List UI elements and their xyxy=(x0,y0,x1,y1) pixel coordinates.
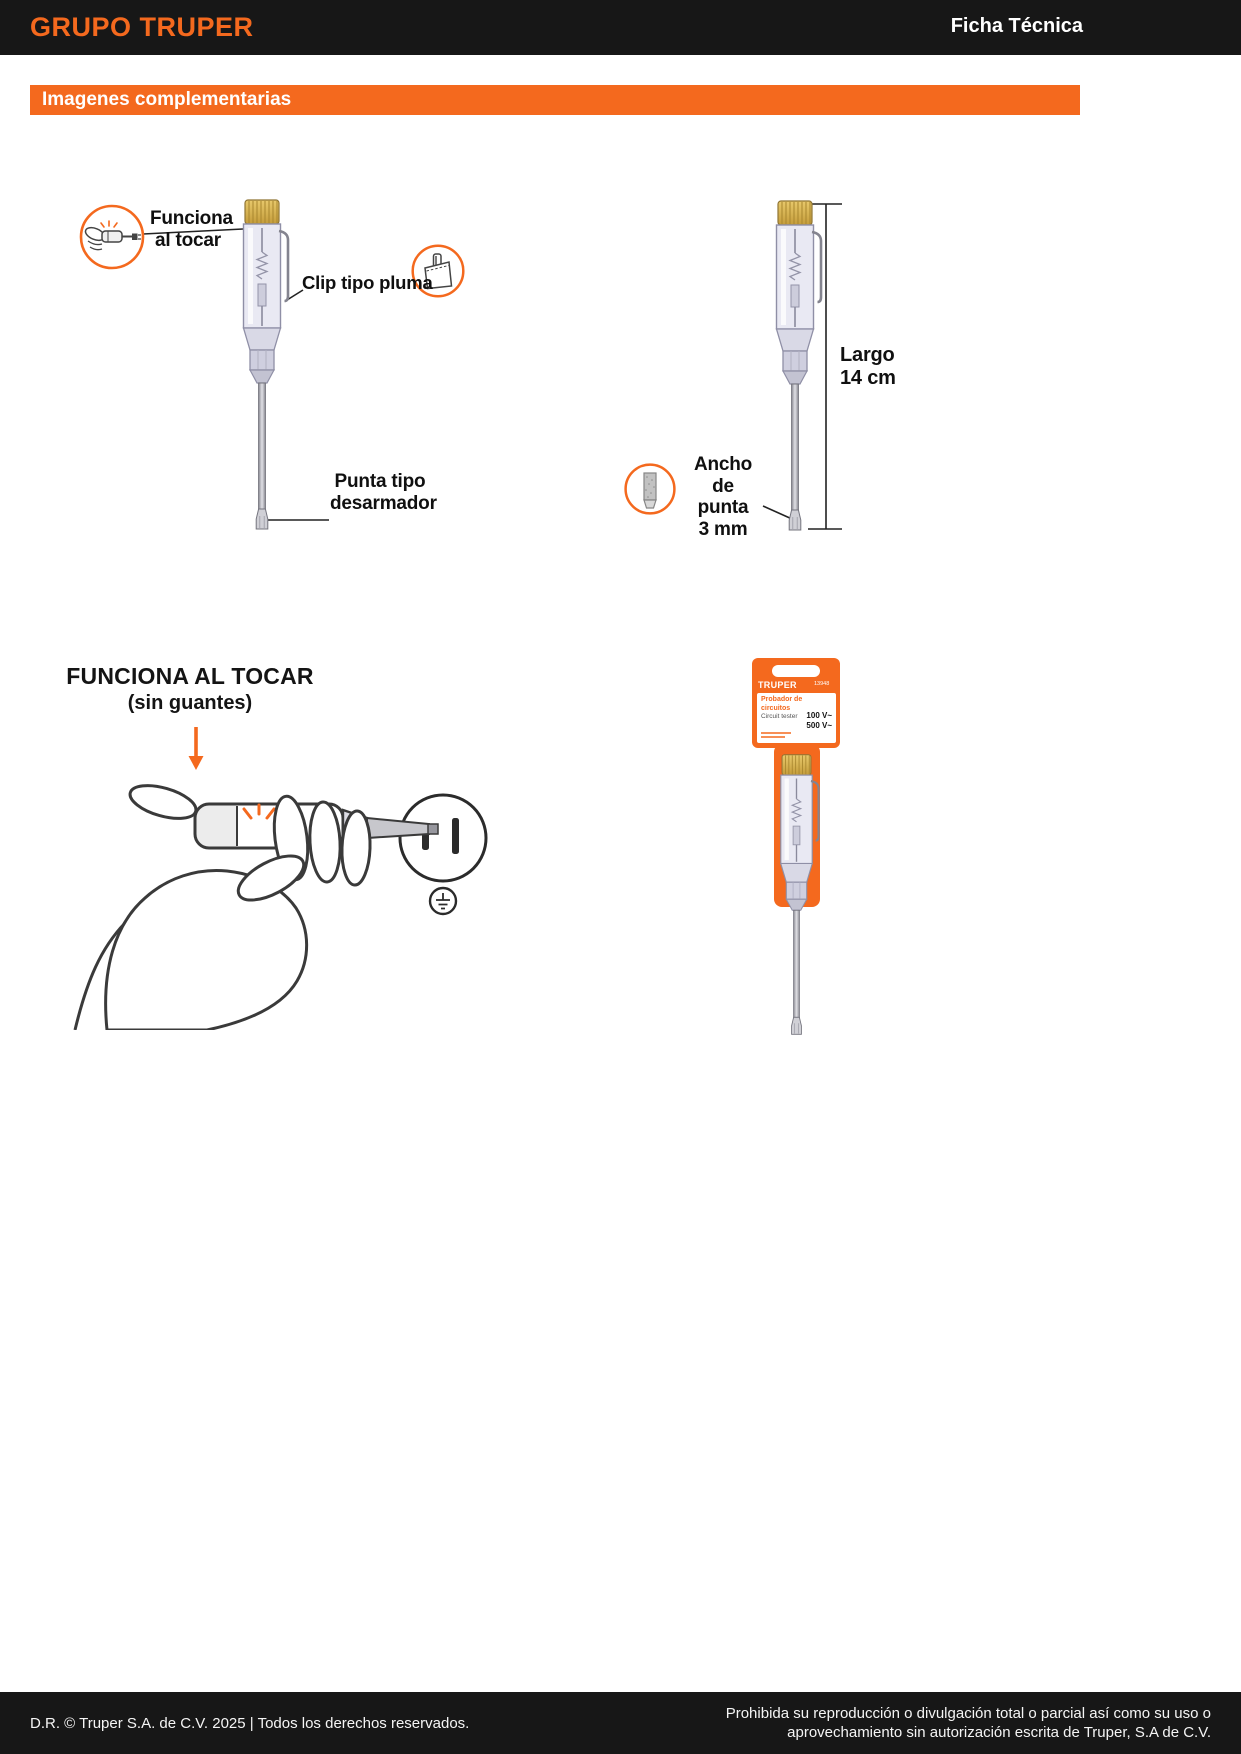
fine-print-bar xyxy=(761,731,791,734)
package-hang-slot xyxy=(772,665,820,677)
voltage-high: 500 V~ xyxy=(806,721,832,730)
glow-sparkle-icon xyxy=(242,803,276,820)
tip-width-line2: punta xyxy=(697,497,749,518)
callout-tip-line2: desarmador xyxy=(330,492,437,514)
tip-width-icon xyxy=(624,463,676,515)
callout-line-tip-width xyxy=(762,505,793,520)
footer-notice-line1: Prohibida su reproducción o divulgación … xyxy=(725,1705,1211,1722)
footer-copyright: D.R. © Truper S.A. de C.V. 2025 | Todos … xyxy=(30,1714,470,1732)
package-voltages: 100 V~ 500 V~ xyxy=(806,711,832,731)
package-brand: TRUPER xyxy=(758,680,797,690)
fingers xyxy=(128,784,372,902)
callout-tip-label: Punta tipo desarmador xyxy=(330,471,437,514)
document-type-title: Ficha Técnica xyxy=(950,15,1083,37)
section-banner: Imagenes complementarias xyxy=(30,85,1080,115)
hand-touch-illustration xyxy=(73,784,488,1030)
callout-touch-line2: al tocar xyxy=(155,229,221,251)
callout-dot xyxy=(789,516,795,522)
tester-in-hand xyxy=(193,802,439,850)
brand-logo: GRUPO TRUPER xyxy=(30,12,254,42)
callout-line-clip xyxy=(286,289,304,301)
tester-illustration-dimensions xyxy=(775,199,823,532)
section-title: Imagenes complementarias xyxy=(42,89,292,110)
package-label: Probador de circuitos Circuit tester 100… xyxy=(757,693,836,743)
usage-subtitle: (sin guantes) xyxy=(127,692,253,714)
touch-to-work-icon xyxy=(79,204,145,270)
usage-title: FUNCIONA AL TOCAR xyxy=(66,663,314,689)
dimension-ticks xyxy=(808,203,842,530)
tip-width-line3: 3 mm xyxy=(698,518,748,540)
callout-touch-label: Funciona al tocar xyxy=(150,208,233,251)
package-backing-card xyxy=(774,744,820,907)
down-arrow-icon xyxy=(188,727,204,770)
footer-notice: Prohibida su reproducción o divulgación … xyxy=(726,1704,1211,1742)
tester-illustration-features xyxy=(242,198,290,531)
fine-print-bar xyxy=(761,735,785,738)
package-name-en: Circuit tester xyxy=(761,713,798,720)
package-sku: 13948 xyxy=(814,681,830,687)
length-line1: Largo xyxy=(840,344,895,366)
voltage-low: 100 V~ xyxy=(806,711,832,720)
length-label: Largo 14 cm xyxy=(840,344,896,390)
ground-icon xyxy=(428,886,458,916)
palm xyxy=(104,868,309,1030)
footer-bar: D.R. © Truper S.A. de C.V. 2025 | Todos … xyxy=(0,1692,1241,1754)
tip-width-label: Ancho de punta 3 mm xyxy=(682,454,764,540)
package-name-es: Probador de circuitos xyxy=(761,696,803,712)
tip-width-line1: Ancho de xyxy=(693,454,753,497)
length-line2: 14 cm xyxy=(840,367,896,389)
wrist-line xyxy=(73,921,127,1030)
header-bar: GRUPO TRUPER Ficha Técnica xyxy=(0,0,1241,55)
callout-tip-line1: Punta tipo xyxy=(334,471,426,492)
footer-notice-line2: aprovechamiento sin autorización escrita… xyxy=(787,1724,1211,1741)
outlet-icon xyxy=(398,793,488,883)
callout-clip-label: Clip tipo pluma xyxy=(302,272,433,293)
callout-touch-line1: Funciona xyxy=(150,208,233,229)
